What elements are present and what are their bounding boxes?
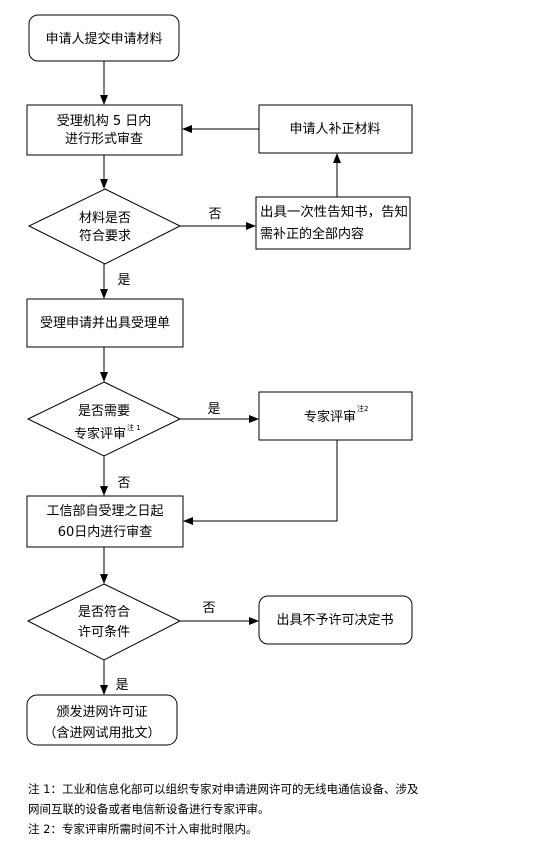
materials-decision-label-line1: 材料是否 (79, 211, 131, 226)
submit-label: 申请人提交申请材料 (45, 31, 162, 47)
permit-decision-node (26, 583, 182, 661)
note-1-line2: 网间互联的设备或者电信新设备进行专家评审。 (28, 802, 270, 816)
accept-label: 受理申请并出具受理单 (40, 316, 170, 331)
edge-label-permit-yes: 是 (115, 678, 128, 693)
deny-label: 出具不予许可决定书 (276, 613, 393, 628)
edge-expert-review-to-miit (183, 440, 338, 525)
expert-review-label: 专家评审 (304, 409, 356, 425)
supplement-label: 申请人补正材料 (289, 122, 380, 137)
edge-label-materials-yes: 是 (117, 273, 130, 288)
miit-review-label-line2: 60日内进行审查 (58, 524, 153, 540)
issue-license-label-line1: 颁发进网许可证 (56, 704, 147, 720)
miit-review-label-line1: 工信部自受理之日起 (46, 504, 163, 519)
expert-decision-footnote-ref: 注 1 (127, 423, 141, 432)
materials-decision-node (27, 188, 182, 265)
edge-label-materials-no: 否 (208, 207, 221, 222)
accept-node (26, 298, 184, 348)
materials-decision-label-line2: 符合要求 (79, 228, 131, 244)
edge-label-expert-no: 否 (117, 476, 130, 491)
issue-license-label-line2: （含进网试用批文） (43, 725, 160, 741)
form-review-label-line1: 受理机构 5 日内 (57, 113, 152, 129)
permit-decision-label-line2: 许可条件 (78, 624, 130, 640)
notify-label-line2: 需补正的全部内容 (260, 226, 364, 242)
form-review-node (26, 104, 183, 156)
expert-decision-label-line2: 专家评审 (74, 426, 126, 442)
notify-label-line1: 出具一次性告知书，告知 (260, 204, 408, 220)
deny-node (258, 595, 413, 645)
notify-node (255, 196, 411, 250)
expert-decision-label-line1: 是否需要 (78, 404, 130, 419)
miit-review-node (26, 495, 184, 548)
supplement-node (258, 104, 413, 154)
expert-review-footnote-ref: 注2 (357, 404, 368, 413)
expert-decision-node (26, 381, 182, 457)
form-review-label-line2: 进行形式审查 (65, 132, 143, 147)
edge-label-expert-yes: 是 (207, 402, 220, 417)
expert-review-node (258, 391, 413, 441)
edge-label-permit-no: 否 (202, 601, 215, 616)
note-2: 注 2：专家评审所需时间不计入审批时限内。 (28, 822, 258, 836)
issue-license-node (26, 694, 178, 746)
permit-decision-label-line1: 是否符合 (78, 604, 130, 620)
note-1-line1: 注 1：工业和信息化部可以组织专家对申请进网许可的无线电通信设备、涉及 (28, 782, 419, 796)
